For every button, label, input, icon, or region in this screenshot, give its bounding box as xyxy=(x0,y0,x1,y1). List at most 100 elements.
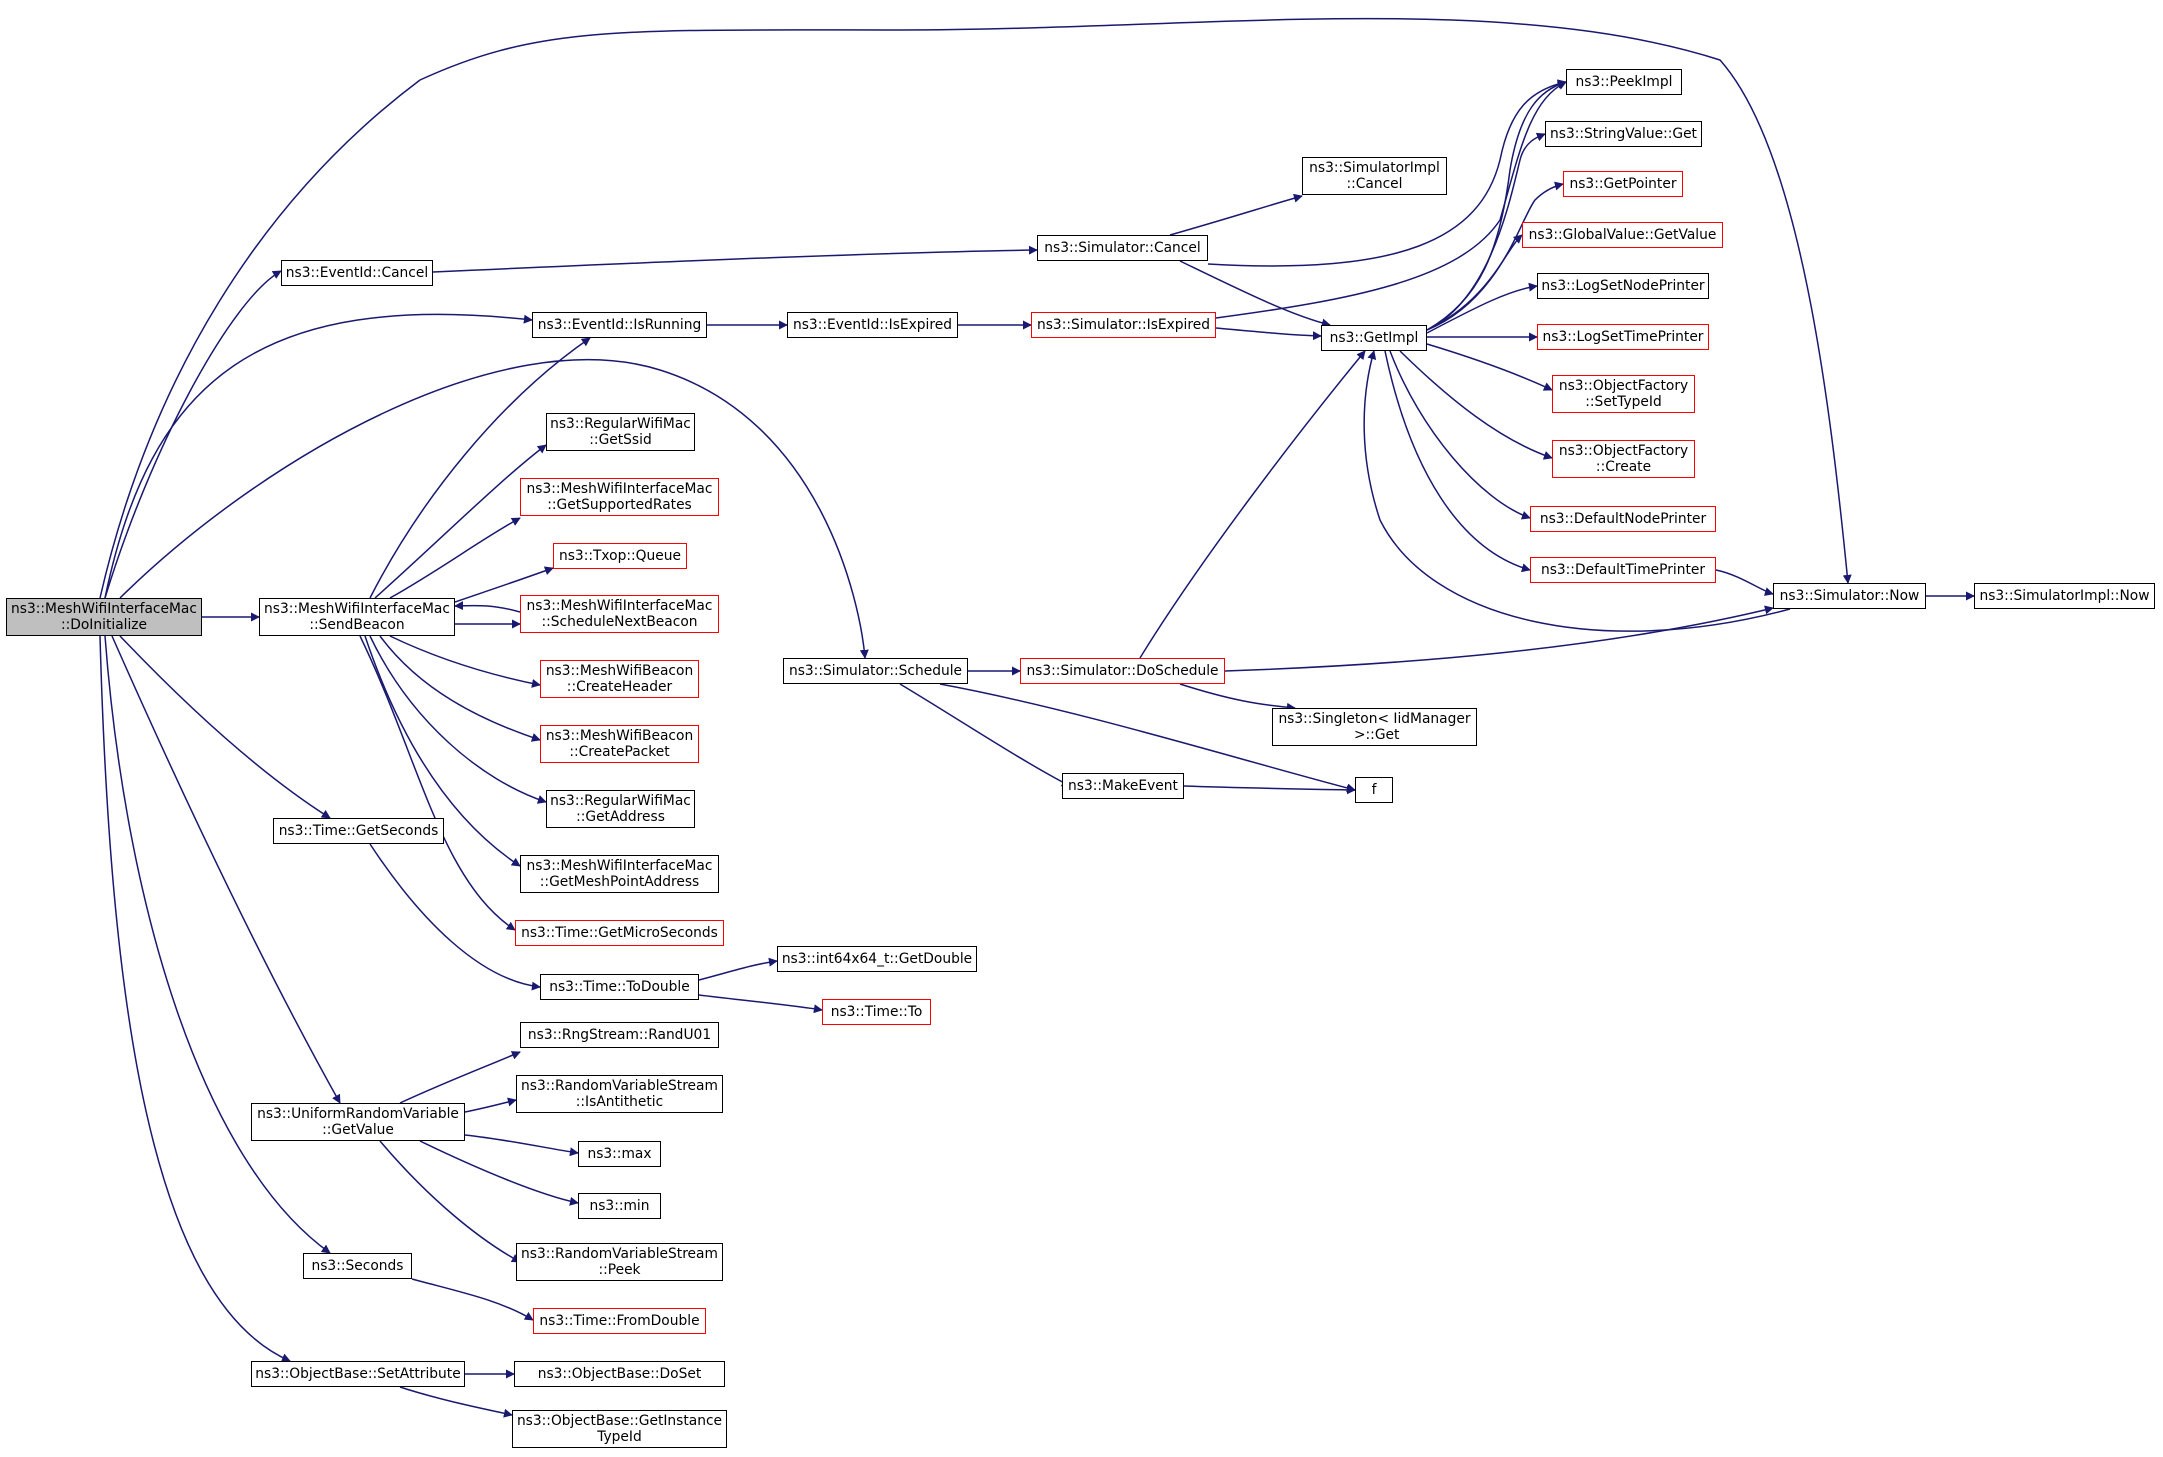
edge-root-eventid-isrunning xyxy=(104,313,533,599)
edge-root-uniform-getvalue xyxy=(111,635,341,1104)
edge-uniform-max xyxy=(464,1134,579,1157)
node-getmicroseconds[interactable]: ns3::Time::GetMicroSeconds xyxy=(515,920,724,946)
edge-sim-cancel-getimpl xyxy=(1179,260,1331,328)
edge-todouble-time-to xyxy=(698,994,823,1014)
node-sendbeacon[interactable]: ns3::MeshWifiInterfaceMac::SendBeacon xyxy=(259,598,455,636)
node-label: ns3::Simulator::Now xyxy=(1779,588,1920,604)
node-seconds[interactable]: ns3::Seconds xyxy=(303,1253,412,1279)
node-rvs-peek[interactable]: ns3::RandomVariableStream::Peek xyxy=(516,1243,723,1281)
node-sim-now[interactable]: ns3::Simulator::Now xyxy=(1773,583,1926,609)
node-max[interactable]: ns3::max xyxy=(578,1141,661,1167)
node-label: ns3::StringValue::Get xyxy=(1550,126,1697,142)
node-label: ns3::max xyxy=(587,1146,652,1162)
node-makeevent[interactable]: ns3::MakeEvent xyxy=(1062,773,1184,799)
edge-getimpl-defaultnodeprinter xyxy=(1389,350,1531,520)
node-defaulttimeprinter[interactable]: ns3::DefaultTimePrinter xyxy=(1530,557,1716,583)
node-label: ns3::RegularWifiMac xyxy=(550,416,691,432)
edge-uniform-isantithetic xyxy=(464,1097,517,1113)
edge-time-getseconds-todouble xyxy=(369,843,541,991)
node-regular-getaddress[interactable]: ns3::RegularWifiMac::GetAddress xyxy=(546,790,695,828)
node-label: ns3::DefaultNodePrinter xyxy=(1539,511,1707,527)
node-sim-cancel[interactable]: ns3::Simulator::Cancel xyxy=(1037,235,1208,261)
edge-sim-doschedule-singleton-get xyxy=(1179,683,1296,712)
node-label: ns3::RngStream::RandU01 xyxy=(527,1027,712,1043)
node-sim-schedule[interactable]: ns3::Simulator::Schedule xyxy=(783,658,968,684)
edge-sendbeacon-getmicroseconds xyxy=(359,635,516,931)
node-getpointer[interactable]: ns3::GetPointer xyxy=(1563,171,1683,197)
node-peekimpl[interactable]: ns3::PeekImpl xyxy=(1566,69,1682,95)
node-label: ::Cancel xyxy=(1346,176,1403,192)
node-label: ns3::MeshWifiInterfaceMac xyxy=(526,481,713,497)
node-createheader[interactable]: ns3::MeshWifiBeacon::CreateHeader xyxy=(540,660,699,698)
node-label: ns3::ObjectBase::SetAttribute xyxy=(255,1366,461,1382)
node-label: ns3::GetPointer xyxy=(1569,176,1677,192)
edge-uniform-rvs-peek xyxy=(379,1140,521,1263)
node-label: ::CreateHeader xyxy=(566,679,673,695)
node-eventid-cancel[interactable]: ns3::EventId::Cancel xyxy=(281,260,433,286)
node-schedulenextbeacon[interactable]: ns3::MeshWifiInterfaceMac::ScheduleNextB… xyxy=(520,595,719,633)
node-logsetnodeprinter[interactable]: ns3::LogSetNodePrinter xyxy=(1537,273,1709,299)
node-time-to[interactable]: ns3::Time::To xyxy=(822,999,931,1025)
node-fromdouble[interactable]: ns3::Time::FromDouble xyxy=(533,1308,706,1334)
node-label: ns3::Simulator::DoSchedule xyxy=(1026,663,1219,679)
node-uniform-getvalue[interactable]: ns3::UniformRandomVariable::GetValue xyxy=(251,1103,465,1141)
node-isantithetic[interactable]: ns3::RandomVariableStream::IsAntithetic xyxy=(516,1075,723,1113)
node-simimpl-cancel[interactable]: ns3::SimulatorImpl::Cancel xyxy=(1302,157,1447,195)
edge-getimpl-of-settypeid xyxy=(1426,343,1553,391)
node-label: f xyxy=(1371,782,1377,798)
node-sim-isexpired[interactable]: ns3::Simulator::IsExpired xyxy=(1031,312,1216,338)
node-setattribute[interactable]: ns3::ObjectBase::SetAttribute xyxy=(251,1361,465,1387)
node-label: ns3::GetImpl xyxy=(1329,330,1419,346)
node-label: ::Peek xyxy=(598,1262,641,1278)
node-eventid-isexpired[interactable]: ns3::EventId::IsExpired xyxy=(787,312,958,338)
node-createpacket[interactable]: ns3::MeshWifiBeacon::CreatePacket xyxy=(540,725,699,763)
node-label: ns3::EventId::IsRunning xyxy=(537,317,702,333)
node-getsupportedrates[interactable]: ns3::MeshWifiInterfaceMac::GetSupportedR… xyxy=(520,478,719,516)
node-of-create[interactable]: ns3::ObjectFactory::Create xyxy=(1552,440,1695,478)
node-getimpl[interactable]: ns3::GetImpl xyxy=(1321,325,1427,351)
node-label: ns3::Simulator::IsExpired xyxy=(1037,317,1210,333)
edge-root-time-getseconds xyxy=(119,635,331,819)
node-txop-queue[interactable]: ns3::Txop::Queue xyxy=(553,543,687,569)
node-label: ::SendBeacon xyxy=(309,617,405,633)
edge-sim-schedule-f xyxy=(939,683,1356,793)
node-time-getseconds[interactable]: ns3::Time::GetSeconds xyxy=(273,818,444,844)
edge-root-setattribute xyxy=(99,635,291,1362)
node-label: ns3::min xyxy=(589,1198,650,1214)
node-getdouble[interactable]: ns3::int64x64_t::GetDouble xyxy=(777,946,977,972)
node-label: ::GetAddress xyxy=(576,809,665,825)
edge-sendbeacon-getsupportedrates xyxy=(389,517,521,599)
node-todouble[interactable]: ns3::Time::ToDouble xyxy=(540,974,699,1000)
node-of-settypeid[interactable]: ns3::ObjectFactory::SetTypeId xyxy=(1552,375,1695,413)
edge-root-eventid-cancel xyxy=(104,270,282,599)
node-globalvalue-getvalue[interactable]: ns3::GlobalValue::GetValue xyxy=(1522,222,1723,248)
edge-todouble-getdouble xyxy=(698,957,778,981)
edge-sim-schedule-makeevent xyxy=(899,683,1071,787)
node-getmeshpointaddress[interactable]: ns3::MeshWifiInterfaceMac::GetMeshPointA… xyxy=(520,855,719,893)
edge-getimpl-stringvalue-get xyxy=(1426,132,1546,331)
node-stringvalue-get[interactable]: ns3::StringValue::Get xyxy=(1545,121,1702,147)
node-label: ns3::GlobalValue::GetValue xyxy=(1528,227,1717,243)
node-min[interactable]: ns3::min xyxy=(578,1193,661,1219)
node-regular-getssid[interactable]: ns3::RegularWifiMac::GetSsid xyxy=(546,413,695,451)
node-defaultnodeprinter[interactable]: ns3::DefaultNodePrinter xyxy=(1530,506,1716,532)
node-label: ::Create xyxy=(1595,459,1652,475)
node-logsettimeprinter[interactable]: ns3::LogSetTimePrinter xyxy=(1537,324,1709,350)
node-simimpl-now[interactable]: ns3::SimulatorImpl::Now xyxy=(1974,583,2155,609)
node-label: ns3::DefaultTimePrinter xyxy=(1540,562,1706,578)
node-randu01[interactable]: ns3::RngStream::RandU01 xyxy=(520,1022,719,1048)
node-singleton-get[interactable]: ns3::Singleton< IidManager >::Get xyxy=(1272,708,1477,746)
node-sim-doschedule[interactable]: ns3::Simulator::DoSchedule xyxy=(1020,658,1225,684)
node-f[interactable]: f xyxy=(1355,777,1393,803)
edge-sendbeacon-createpacket xyxy=(379,635,541,742)
node-label: ns3::ObjectBase::GetInstance xyxy=(516,1413,723,1429)
edge-sendbeacon-eventid-isrunning xyxy=(369,337,591,599)
edge-getimpl-defaulttimeprinter xyxy=(1384,350,1531,573)
node-label: ns3::MeshWifiInterfaceMac xyxy=(264,601,450,617)
node-label: ns3::MeshWifiInterfaceMac xyxy=(11,601,197,617)
node-doset[interactable]: ns3::ObjectBase::DoSet xyxy=(514,1361,725,1387)
edge-sim-doschedule-sim-now xyxy=(1224,605,1774,672)
node-eventid-isrunning[interactable]: ns3::EventId::IsRunning xyxy=(532,312,707,338)
